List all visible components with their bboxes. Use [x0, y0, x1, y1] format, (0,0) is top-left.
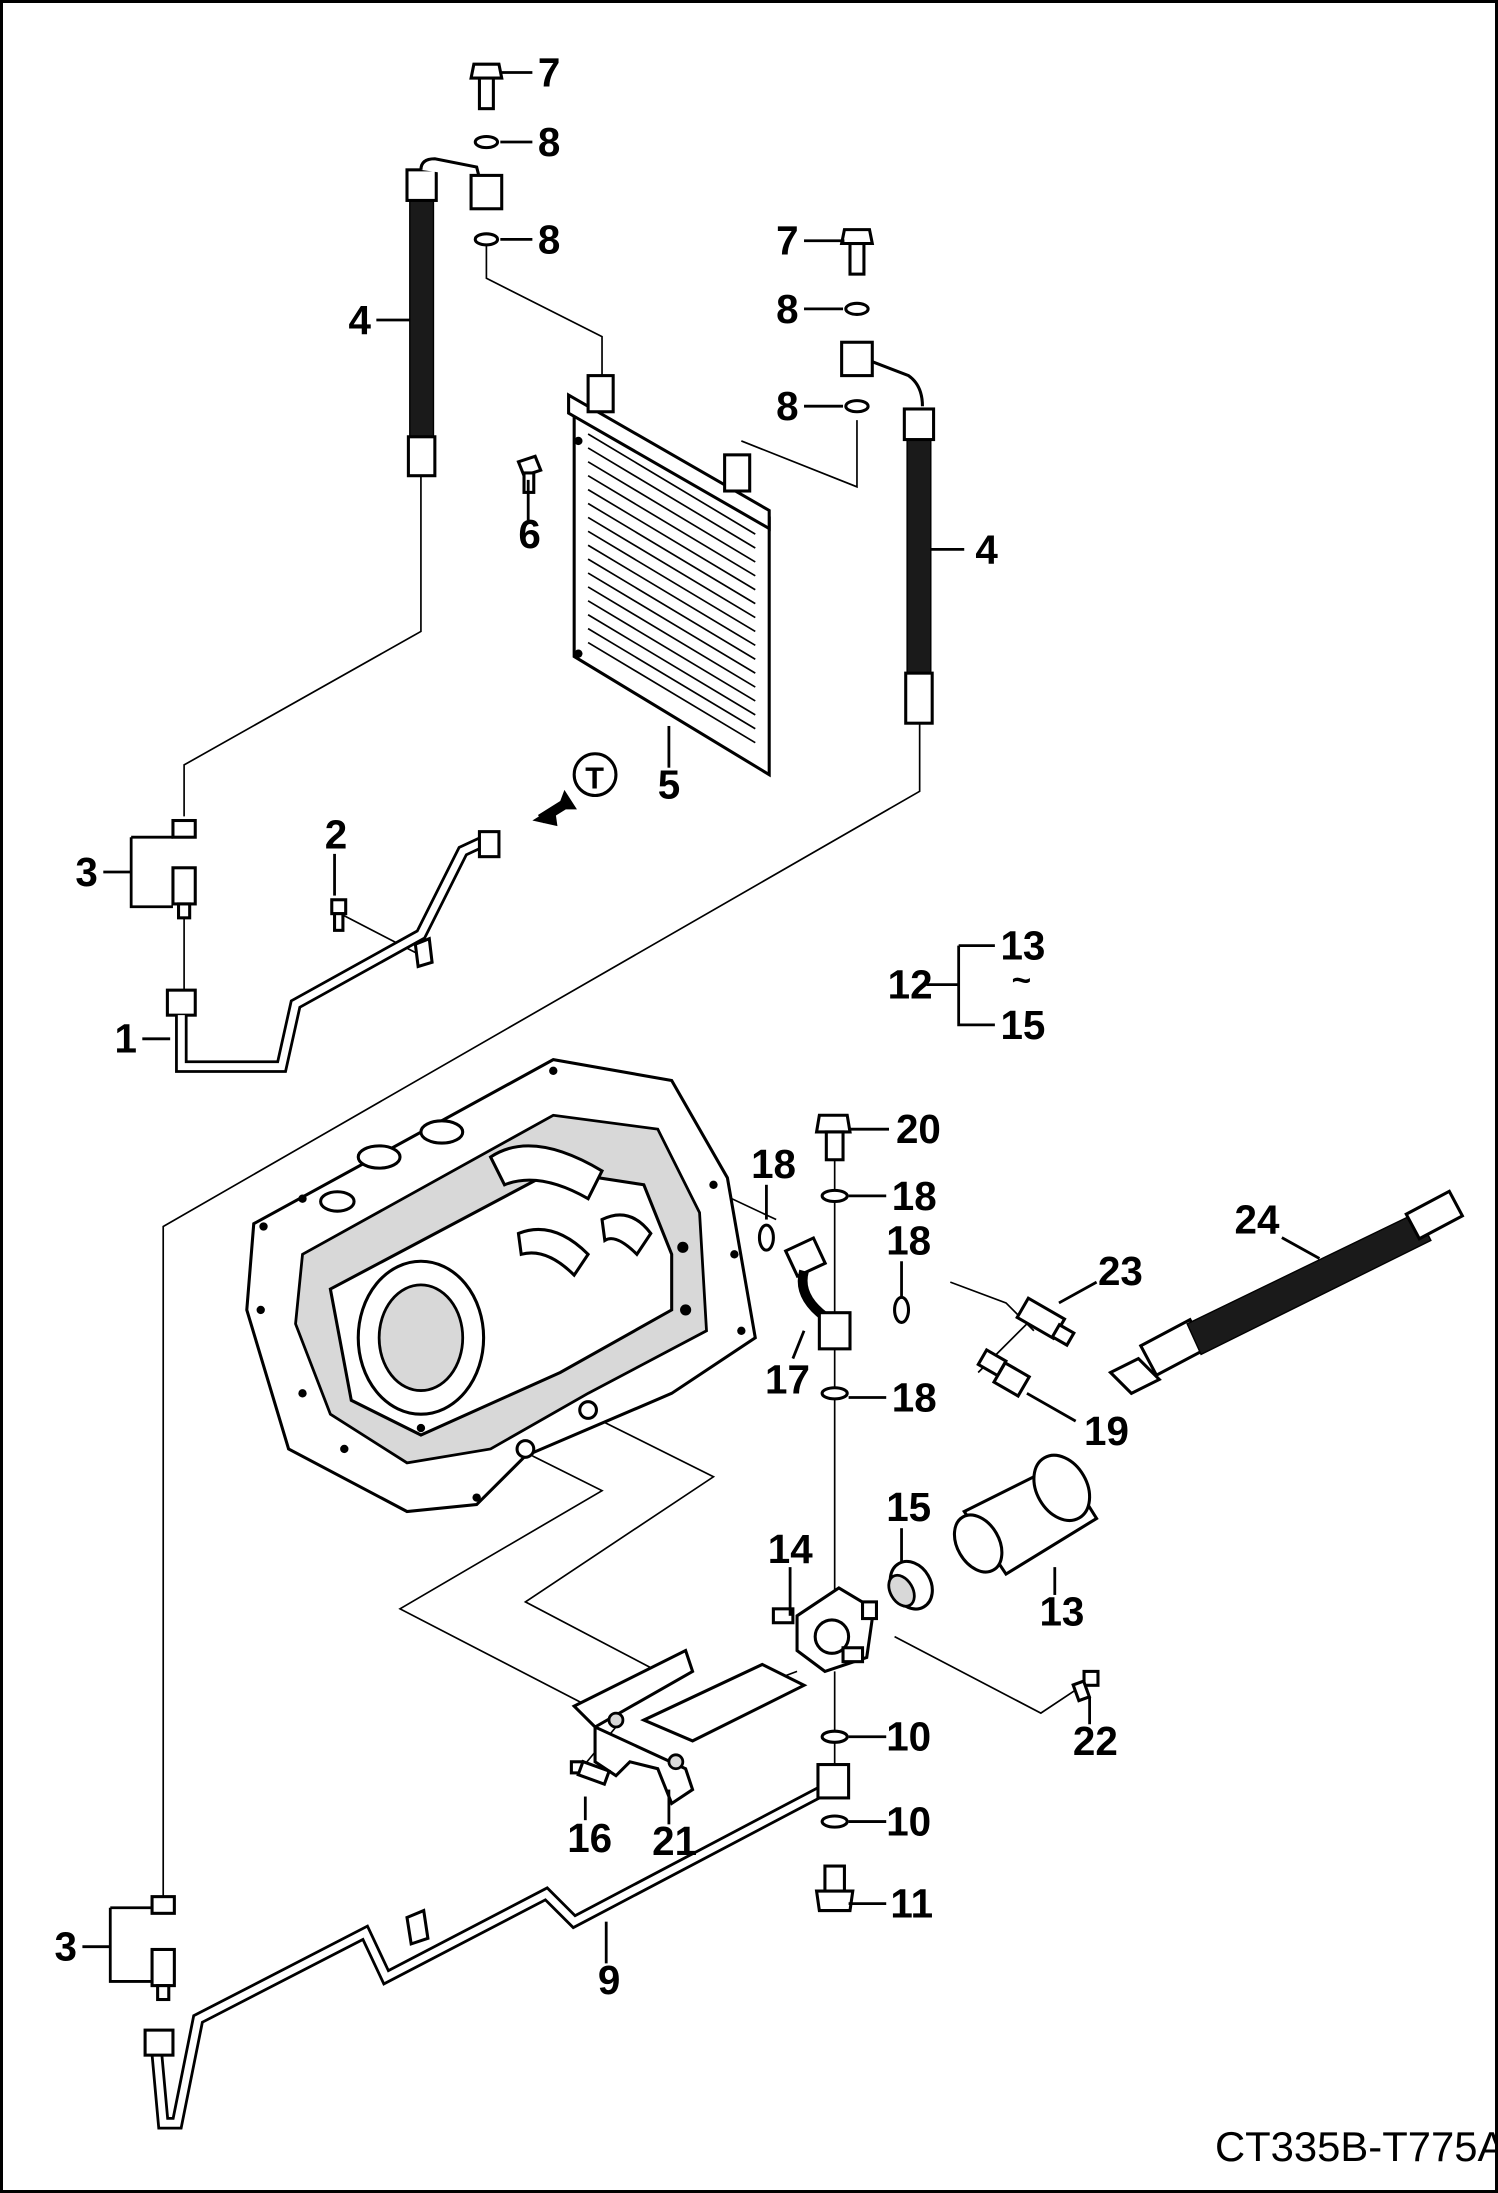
- view-marker-t: T: [585, 762, 604, 796]
- banjo-bolt-20: [814, 1113, 852, 1162]
- washer-8: [844, 301, 870, 316]
- callout-10: 10: [886, 1799, 931, 1845]
- callout-6: 6: [518, 511, 540, 557]
- callout-14: 14: [768, 1526, 813, 1572]
- callout-1: 1: [114, 1016, 136, 1062]
- bracket-21: [571, 1648, 808, 1806]
- fitting-3-lower: [150, 1895, 176, 2002]
- callout-16: 16: [567, 1815, 612, 1861]
- filter-13: [952, 1453, 1099, 1577]
- callout-leaders: [82, 71, 1321, 1983]
- transmission-housing: [245, 1058, 757, 1514]
- callout-15: 15: [886, 1484, 931, 1530]
- callout-15: 15: [1000, 1002, 1045, 1048]
- plug-19: [976, 1347, 1032, 1399]
- callout-21: 21: [652, 1818, 697, 1864]
- callout-7: 7: [776, 218, 798, 264]
- bolt-16: [569, 1759, 612, 1787]
- bolt-2: [330, 898, 348, 932]
- adapter-15: [887, 1559, 934, 1611]
- callout-9: 9: [598, 1957, 620, 2003]
- callout-18: 18: [892, 1173, 937, 1219]
- callout-10: 10: [886, 1714, 931, 1760]
- callout-20: 20: [896, 1106, 941, 1152]
- oil-cooler: [567, 374, 771, 778]
- washer-8: [844, 399, 870, 414]
- callout-17: 17: [765, 1356, 810, 1402]
- washer-18: [820, 1386, 849, 1401]
- callout-labels: 7 8 8 4 7 8 8 4 6 5 T 2 3 1 12 13 ~ 15 2…: [55, 49, 1495, 2169]
- view-arrow-t: [532, 752, 618, 827]
- washer-18: [820, 1188, 849, 1203]
- elbow-17: [783, 1235, 852, 1351]
- washer-10: [820, 1729, 849, 1744]
- callout-8: 8: [538, 216, 560, 262]
- hose-left: [405, 157, 504, 478]
- callout-8: 8: [776, 286, 798, 332]
- callout-18: 18: [751, 1141, 796, 1187]
- callout-8: 8: [538, 119, 560, 165]
- callout-24: 24: [1234, 1196, 1279, 1242]
- bolt-11: [814, 1864, 855, 1913]
- callout-2: 2: [325, 811, 347, 857]
- callout-13: 13: [1000, 923, 1045, 969]
- callout-18: 18: [886, 1217, 931, 1263]
- range-symbol: ~: [1012, 963, 1032, 1000]
- hose-right: [840, 340, 936, 725]
- washer-18: [893, 1295, 911, 1324]
- callout-4: 4: [348, 297, 371, 343]
- callout-13: 13: [1039, 1589, 1084, 1635]
- bolt-22: [1071, 1669, 1100, 1703]
- washer-10: [820, 1814, 849, 1829]
- callout-8: 8: [776, 383, 798, 429]
- callout-18: 18: [892, 1374, 937, 1420]
- washer-8: [473, 134, 500, 150]
- callout-5: 5: [658, 761, 680, 807]
- callout-23: 23: [1098, 1248, 1143, 1294]
- callout-7: 7: [538, 49, 560, 95]
- bolt-6: [516, 454, 543, 494]
- bolt-7-right: [839, 228, 875, 276]
- hose-24: [1107, 1189, 1465, 1396]
- assembly-lines: [162, 246, 1084, 1901]
- washer-8: [473, 232, 500, 247]
- callout-19: 19: [1084, 1408, 1129, 1454]
- filter-head-14: [771, 1586, 879, 1674]
- washer-18: [757, 1223, 775, 1252]
- callout-3: 3: [55, 1924, 77, 1970]
- callout-11: 11: [890, 1881, 933, 1927]
- bolt-7-top: [469, 62, 504, 111]
- callout-3: 3: [75, 849, 97, 895]
- adapter-23: [1015, 1296, 1076, 1348]
- tube-1: [165, 830, 501, 1073]
- callout-12: 12: [888, 962, 933, 1008]
- drawing-code: CT335B-T775A: [1215, 2123, 1495, 2170]
- exploded-view-drawing: 7 8 8 4 7 8 8 4 6 5 T 2 3 1 12 13 ~ 15 2…: [55, 49, 1495, 2169]
- fitting-3-upper: [171, 818, 197, 920]
- callout-4: 4: [975, 526, 998, 572]
- callout-22: 22: [1073, 1718, 1118, 1764]
- tube-9: [143, 1763, 851, 2130]
